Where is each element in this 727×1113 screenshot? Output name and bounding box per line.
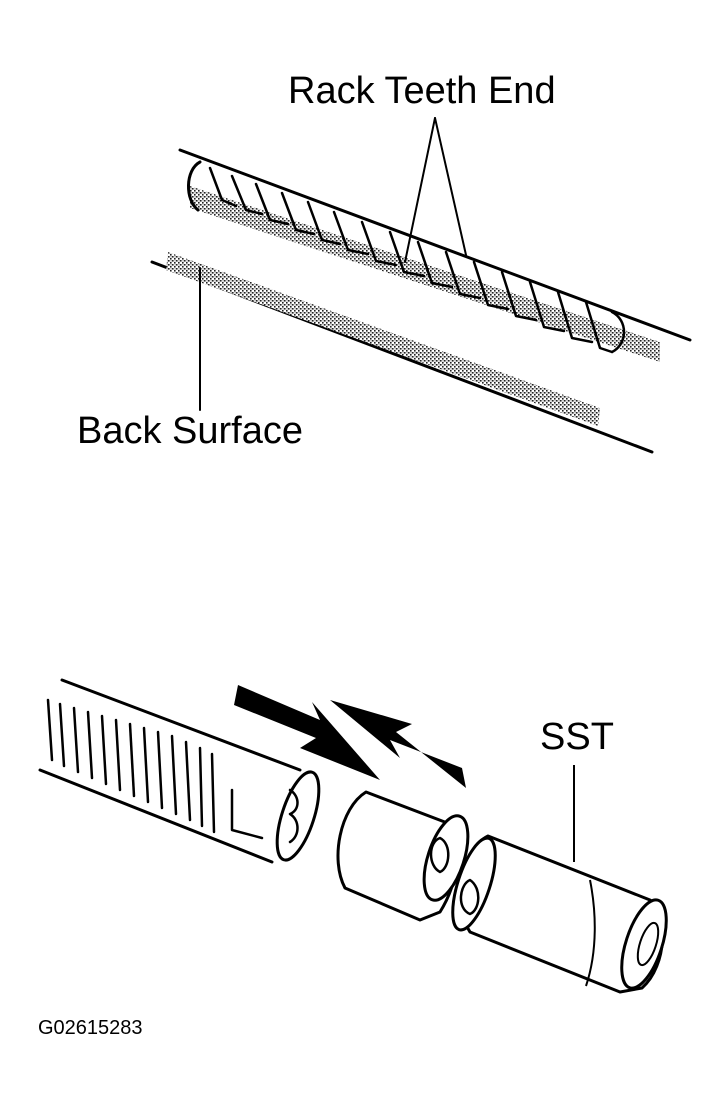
sst-tool [451,765,668,994]
back-surface-label: Back Surface [77,410,303,452]
bar-teeth [46,698,216,834]
bar-top-edge [60,678,302,772]
rack-teeth-leader-1 [404,117,436,263]
rack-teeth-end-label: Rack Teeth End [288,70,556,112]
bar-end-face [275,770,321,862]
bar-end-slot [230,788,264,840]
figure-code: G02615283 [38,1017,143,1039]
rack-bar-bottom [38,678,321,864]
sst-middle-sleeve [336,790,470,922]
rack-teeth-leader-2 [434,117,467,256]
sst-label: SST [540,716,614,758]
arrow-right-to-left [330,700,466,788]
bar-bottom-edge [38,768,274,864]
rack-top-edge [178,148,692,342]
arrow-left-to-right [234,685,380,780]
back-surface-stipple [166,252,600,426]
insert-arrows [234,685,466,788]
rack-bar-top [150,117,692,454]
rack-teeth [208,166,626,354]
rack-end-cap [187,160,202,212]
bar-end-notch [288,788,299,844]
